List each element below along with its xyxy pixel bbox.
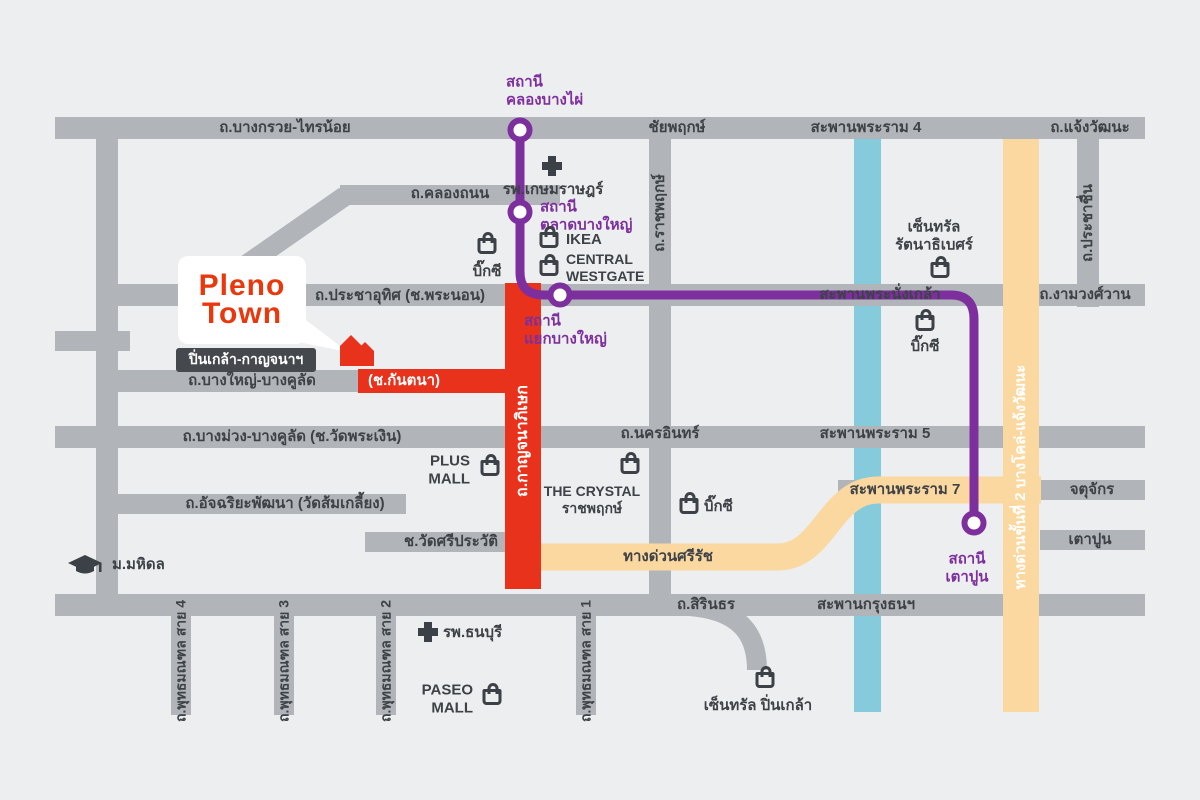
label-road-kanchanaphisek: ถ.กาญจนาภิเษก (514, 385, 532, 497)
station-marker-talat-bang-yai (507, 199, 533, 225)
road-left-vertical (96, 117, 118, 616)
road-bang-yai-red-part (358, 369, 510, 393)
label-road-phutthamonthon-1: ถ.พุทธมณฑล สาย 1 (577, 600, 594, 722)
label-road-bang-yai: ถ.บางใหญ่-บางคูลัด (188, 371, 316, 389)
brand-name-line1: Pleno (198, 268, 286, 302)
expressway-stage2-band (1003, 139, 1039, 712)
station-marker-tao-poon (961, 510, 987, 536)
shopping-bag-icon-plus-mall (480, 454, 500, 476)
station-marker-yaek-bang-yai (547, 282, 573, 308)
chao-phraya-river (854, 118, 881, 712)
station-marker-khlong-bang-phai (507, 117, 533, 143)
label-bridge-krung-thon: สะพานกรุงธนฯ (816, 595, 916, 613)
label-bridge-phra-nangklao: สะพานพระนั่งเกล้า (819, 285, 941, 303)
shopping-bag-icon-big-c-1 (477, 232, 497, 254)
road-wat-si-prawat (365, 532, 512, 552)
road-tao-poon (1040, 530, 1145, 550)
project-name-badge: ปิ่นเกล้า-กาญจนาฯ (176, 348, 316, 372)
shopping-bag-icon-ikea (539, 226, 559, 248)
label-station-tao-poon: สถานี เตาปูน (945, 550, 989, 586)
label-station-yaek-bang-yai: สถานี แยกบางใหญ่ (524, 312, 607, 348)
label-thonburi-hospital: รพ.ธนบุรี (443, 623, 503, 641)
label-road-khlong-thanon: ถ.คลองถนน (410, 184, 490, 202)
label-road-phutthamonthon-4: ถ.พุทธมณฑล สาย 4 (172, 600, 189, 722)
road-left-stub (55, 331, 130, 351)
project-house-icon-2 (356, 342, 374, 366)
label-bridge-rama4: สะพานพระราม 4 (810, 118, 922, 136)
label-road-ratchaphruek: ถ.ราชพฤกษ์ (650, 174, 668, 252)
shopping-bag-icon-paseo (482, 683, 502, 705)
label-tao-poon-road: เตาปูน (1068, 530, 1112, 548)
label-chatuchak: จตุจักร (1069, 480, 1115, 498)
label-kasemrad-hospital: รพ.เกษมราษฎร์ (502, 180, 604, 198)
label-road-nakhon-in: ถ.นครอินทร์ (620, 424, 700, 442)
label-road-ngamwongwan: ถ.งามวงศ์วาน (1039, 285, 1131, 303)
project-house-icon (340, 335, 362, 366)
label-si-rat-expressway: ทางด่วนศรีรัช (623, 547, 713, 565)
label-paseo-mall: PASEO MALL (421, 681, 473, 717)
label-road-bang-muang: ถ.บางม่วง-บางคูลัด (ช.วัดพระเงิน) (182, 427, 402, 445)
road-phutthamonthon-2 (376, 594, 396, 715)
label-road-chaiyaphruek: ชัยพฤกษ์ (648, 118, 706, 136)
road-prachachuen (1077, 117, 1099, 307)
label-road-atchariya: ถ.อัจฉริยะพัฒนา (วัดส้มเกลี้ยง) (185, 494, 385, 512)
pleno-town-logo-bubble: Pleno Town (178, 256, 306, 344)
label-central-westgate: CENTRAL WESTGATE (566, 250, 645, 284)
label-big-c-2: บิ๊กซี (910, 337, 940, 355)
label-road-bang-kruai: ถ.บางกรวย-ไทรน้อย (219, 118, 351, 136)
label-road-sirindhorn: ถ.สิรินธร (677, 595, 735, 613)
shopping-bag-icon-the-crystal (620, 452, 640, 474)
road-phutthamonthon-4 (171, 594, 191, 715)
shopping-bag-icon-big-c-2 (915, 309, 935, 331)
label-station-khlong-bang-phai: สถานี คลองบางไผ่ (506, 73, 584, 109)
hospital-cross-icon-thonburi (418, 622, 438, 642)
road-khlong-thanon (340, 185, 560, 205)
road-phutthamonthon-1 (576, 594, 596, 715)
road-bang-yai-gray-part (96, 370, 362, 392)
shopping-bag-icon-central-rattanathibet (930, 256, 950, 278)
road-atchariya (96, 494, 406, 514)
label-soi-kantana: (ช.กันตนา) (367, 371, 441, 389)
label-big-c-3: บิ๊กซี (704, 497, 733, 515)
road-sirindhorn (55, 594, 1145, 616)
label-plus-mall: PLUS MALL (428, 452, 470, 488)
label-road-pracha-uthit: ถ.ประชาอุทิศ (ช.พระนอน) (315, 286, 485, 304)
label-road-chaengwattana: ถ.แจ้งวัฒนะ (1050, 118, 1130, 136)
label-soi-wat-si-prawat: ช.วัดศรีประวัติ (404, 532, 498, 550)
shopping-bag-icon-big-c-3 (679, 492, 699, 514)
label-central-pinklao: เซ็นทรัล ปิ่นเกล้า (703, 696, 813, 714)
shopping-bag-icon-central-pinklao (755, 666, 775, 688)
label-road-phutthamonthon-2: ถ.พุทธมณฑล สาย 2 (377, 600, 394, 722)
label-road-prachachuen: ถ.ประชาชื่น (1078, 184, 1096, 262)
label-mahidol-university: ม.มหิดล (112, 555, 165, 573)
label-expressway-stage2: ทางด่วนขั้นที่ 2 บางโคล่-แจ้งวัฒนะ (1011, 364, 1029, 590)
label-central-rattanathibet: เซ็นทรัล รัตนาธิเบศร์ (895, 218, 973, 254)
shopping-bag-icon-central-westgate (539, 254, 559, 276)
label-road-phutthamonthon-3: ถ.พุทธมณฑล สาย 3 (275, 600, 292, 722)
label-bridge-rama7: สะพานพระราม 7 (849, 480, 961, 498)
brand-name-line2: Town (201, 297, 283, 330)
label-bridge-rama5: สะพานพระราม 5 (819, 424, 931, 442)
label-the-crystal: THE CRYSTAL ราชพฤกษ์ (543, 482, 641, 516)
label-big-c-1: บิ๊กซี (472, 262, 502, 280)
label-ikea: IKEA (566, 230, 602, 248)
road-phutthamonthon-3 (274, 594, 294, 715)
hospital-cross-icon (542, 156, 562, 176)
label-station-talat-bang-yai: สถานี ตลาดบางใหญ่ (540, 198, 633, 234)
